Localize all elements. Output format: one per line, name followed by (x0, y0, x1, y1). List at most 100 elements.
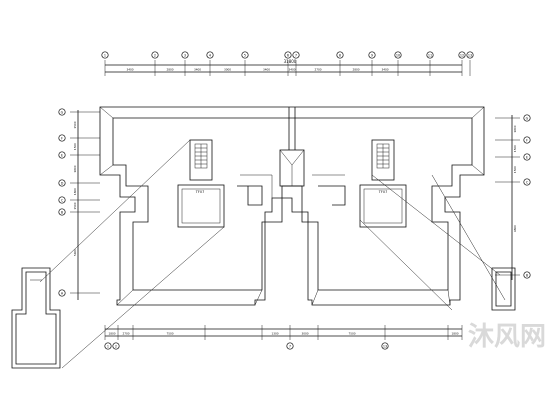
axis-circle (241, 51, 249, 59)
axis-circle (523, 178, 531, 186)
top-dimension-value: 3400 (194, 68, 201, 72)
axis-circle (458, 51, 466, 59)
axis-label: 6 (287, 53, 289, 57)
axis-label: 9 (371, 53, 373, 57)
top-axis-bubble: 12 (458, 51, 466, 59)
axis-label: 7 (289, 344, 291, 348)
stair-block-left: TF07 (177, 139, 225, 228)
stair-block-right: TF07 (359, 139, 407, 228)
top-dimension-value: 3400 (263, 68, 270, 72)
bottom-dimension-value: 7500 (348, 332, 355, 336)
left-axis-bubble: A (58, 289, 66, 297)
left-dimension-value: 1500 (73, 143, 77, 150)
axis-circle (523, 153, 531, 161)
axis-circle (181, 51, 189, 59)
right-axis-bubble: G (523, 114, 531, 122)
top-dimension-value: 3400 (126, 68, 133, 72)
bottom-dimension-value: 1300 (271, 332, 278, 336)
axis-label: 10 (396, 53, 400, 57)
left-axis-bubble: C (58, 196, 66, 204)
axis-circle (58, 289, 66, 297)
stair-label-left: TF07 (195, 190, 205, 194)
axis-circle (426, 51, 434, 59)
left-axis-bubble: E (58, 151, 66, 159)
bottom-axis-bubble: 1 (104, 342, 112, 350)
axis-circle (206, 51, 214, 59)
top-axis-bubble: 7 (292, 51, 300, 59)
axis-label: 2 (115, 344, 117, 348)
top-dimension-value: 3400 (288, 68, 295, 72)
top-axis-bubble: 2 (151, 51, 159, 59)
axis-circle (58, 151, 66, 159)
axis-circle (336, 51, 344, 59)
axis-circle (523, 271, 531, 279)
bottom-axis-bubble: 7 (286, 342, 294, 350)
axis-circle (112, 342, 120, 350)
left-axis-bubble: F (58, 134, 66, 142)
left-axis-bubbles: G F E D CB A (58, 108, 66, 297)
top-axis-bubble: 13 (466, 51, 474, 59)
roof-outline (99, 106, 485, 306)
right-axis-bubble: E (523, 153, 531, 161)
left-dimension-value: 5400 (73, 249, 77, 256)
axis-label: F (526, 138, 528, 142)
axis-circle (394, 51, 402, 59)
axis-circle (58, 179, 66, 187)
axis-circle (381, 342, 389, 350)
top-axis-bubble: 8 (336, 51, 344, 59)
axis-circle (368, 51, 376, 59)
top-dimension-value: 2700 (314, 68, 321, 72)
left-dimension-value: 1500 (73, 121, 77, 128)
axis-label: 3 (184, 53, 186, 57)
left-dimension-value: 1500 (73, 202, 77, 209)
axis-label: 4 (209, 53, 211, 57)
axis-label: 13 (468, 53, 472, 57)
axis-circle (523, 136, 531, 144)
axis-label: 7 (295, 53, 297, 57)
axis-label: B (526, 273, 529, 277)
bottom-axis-bubble: 13 (381, 342, 389, 350)
top-dimension-value: 3400 (381, 68, 388, 72)
axis-label: 8 (339, 53, 341, 57)
bottom-dimension-value: 1800 (451, 332, 458, 336)
axis-circle (101, 51, 109, 59)
bottom-dimension-value: 1800 (108, 332, 115, 336)
right-dimension-value: 1500 (513, 145, 517, 152)
right-dimension-value: 1800 (513, 125, 517, 132)
axis-circle (292, 51, 300, 59)
top-axis-bubble: 11 (426, 51, 434, 59)
top-axis-bubble: 5 (241, 51, 249, 59)
left-axis-bubble: D (58, 179, 66, 187)
axis-label: C (526, 180, 529, 184)
axis-label: 1 (107, 344, 109, 348)
watermark: 沐风网 (468, 322, 546, 352)
top-axis-bubble: 9 (368, 51, 376, 59)
bottom-axis-bubbles: 1 2 7 13 (104, 342, 389, 350)
axis-circle (58, 208, 66, 216)
bottom-axis-bubble: 2 (112, 342, 120, 350)
left-dimension-value: 1800 (73, 165, 77, 172)
left-axis-bubble: B (58, 208, 66, 216)
detail-leaders (39, 139, 506, 369)
axis-label: D (61, 181, 64, 185)
bottom-dimension-value: 7500 (166, 332, 173, 336)
right-axis-bubble: F (523, 136, 531, 144)
axis-label: 2 (154, 53, 156, 57)
detail-right (491, 267, 516, 311)
detail-left (11, 267, 61, 369)
axis-label: 13 (383, 344, 387, 348)
top-axis-bubble: 6 (284, 51, 292, 59)
right-axis-bubble: C (523, 178, 531, 186)
axis-label: 1 (104, 53, 106, 57)
right-dimension-value: 1500 (513, 166, 517, 173)
right-axis-bubble: B (523, 271, 531, 279)
axis-circle (104, 342, 112, 350)
axis-label: 5 (244, 53, 246, 57)
left-axis-bubble: G (58, 108, 66, 116)
